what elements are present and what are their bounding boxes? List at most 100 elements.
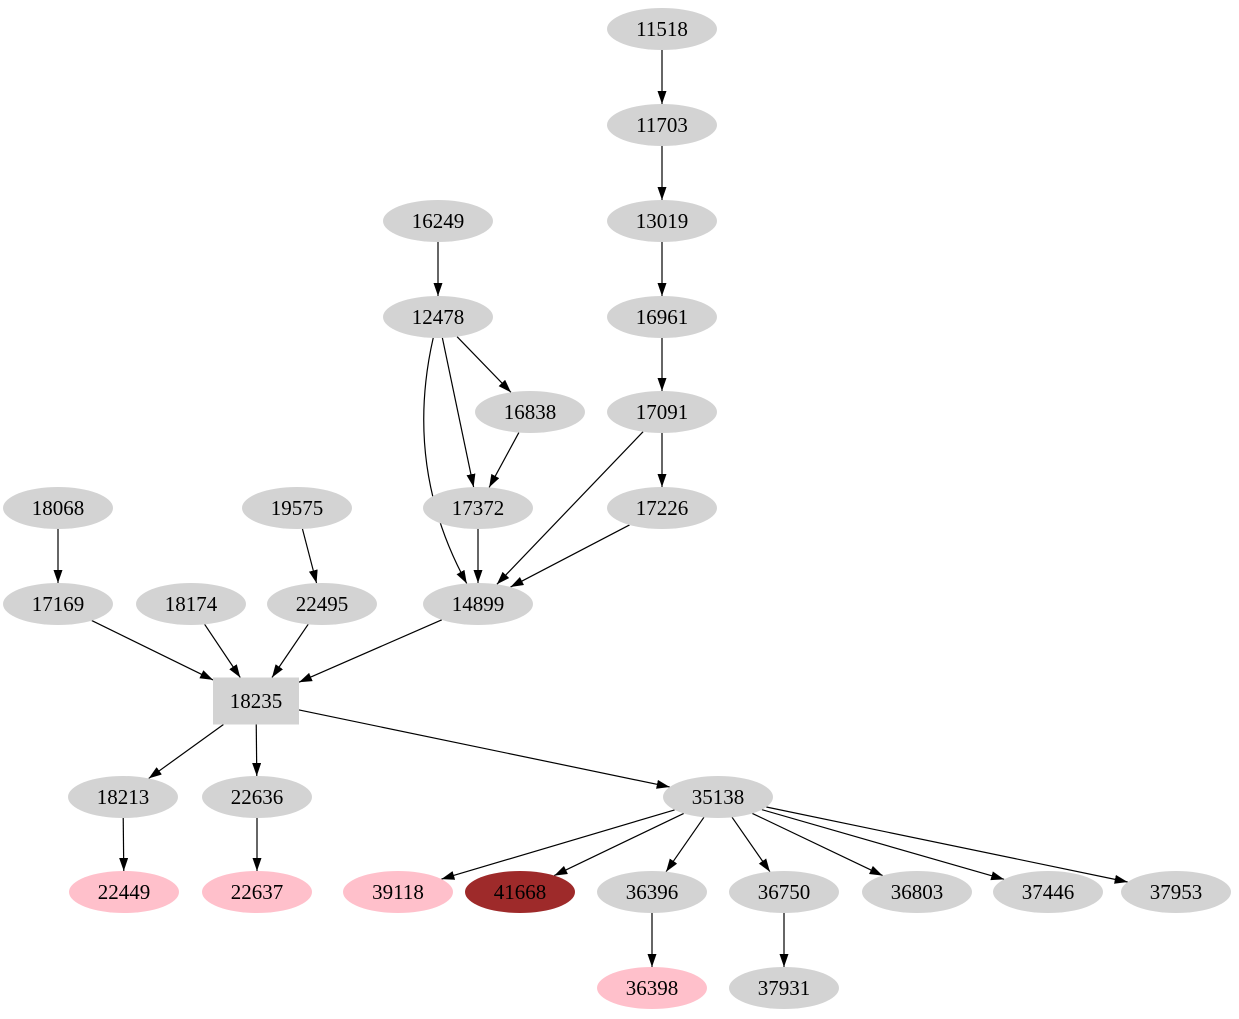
node-label: 36803 — [891, 880, 944, 904]
graph-edge-35138-36803 — [752, 812, 883, 877]
node-label: 16838 — [504, 400, 557, 424]
graph-edge-35138-41668 — [553, 812, 685, 877]
node-label: 22449 — [98, 880, 151, 904]
graph-node-22449: 22449 — [69, 871, 179, 913]
node-label: 17372 — [452, 496, 505, 520]
graph-node-37931: 37931 — [729, 967, 839, 1009]
node-label: 36396 — [626, 880, 679, 904]
graph-edge-17226-14899 — [510, 524, 630, 588]
graph-edge-17169-18235 — [91, 620, 214, 681]
graph-edge-18213-22449 — [119, 817, 129, 872]
node-ellipse-shape — [597, 871, 707, 913]
node-ellipse-shape — [69, 871, 179, 913]
node-ellipse-shape — [607, 200, 717, 242]
graph-node-11518: 11518 — [607, 8, 717, 50]
node-ellipse-shape — [423, 583, 533, 625]
node-label: 17169 — [32, 592, 85, 616]
node-label: 18235 — [230, 689, 283, 713]
graph-node-36396: 36396 — [597, 871, 707, 913]
node-label: 22637 — [231, 880, 284, 904]
node-label: 36398 — [626, 976, 679, 1000]
graph-node-36803: 36803 — [862, 871, 972, 913]
node-ellipse-shape — [607, 391, 717, 433]
node-ellipse-shape — [1121, 871, 1231, 913]
graph-node-36398: 36398 — [597, 967, 707, 1009]
node-ellipse-shape — [383, 296, 493, 338]
graph-node-18235: 18235 — [213, 677, 299, 725]
node-label: 16249 — [412, 209, 465, 233]
graph-node-18213: 18213 — [68, 776, 178, 818]
node-label: 12478 — [412, 305, 465, 329]
graph-node-14899: 14899 — [423, 583, 533, 625]
node-ellipse-shape — [423, 487, 533, 529]
node-label: 41668 — [494, 880, 547, 904]
node-ellipse-shape — [202, 776, 312, 818]
graph-edge-19575-22495 — [301, 528, 318, 584]
node-label: 18174 — [165, 592, 218, 616]
node-ellipse-shape — [68, 776, 178, 818]
node-label: 18068 — [32, 496, 85, 520]
graph-node-16249: 16249 — [383, 200, 493, 242]
graph-node-22495: 22495 — [267, 583, 377, 625]
graph-node-18174: 18174 — [136, 583, 246, 625]
node-label: 13019 — [636, 209, 689, 233]
node-label: 22636 — [231, 785, 284, 809]
node-label: 35138 — [692, 785, 745, 809]
node-ellipse-shape — [607, 8, 717, 50]
node-ellipse-shape — [607, 104, 717, 146]
graph-edge-18235-22636 — [252, 724, 262, 777]
node-label: 37446 — [1022, 880, 1075, 904]
edge-layer — [53, 50, 1128, 967]
node-ellipse-shape — [475, 391, 585, 433]
node-ellipse-shape — [597, 967, 707, 1009]
node-ellipse-shape — [607, 487, 717, 529]
graph-node-11703: 11703 — [607, 104, 717, 146]
graph-node-13019: 13019 — [607, 200, 717, 242]
node-label: 14899 — [452, 592, 505, 616]
graph-edge-35138-36750 — [731, 816, 771, 873]
graph-node-17226: 17226 — [607, 487, 717, 529]
graph-node-22637: 22637 — [202, 871, 312, 913]
node-ellipse-shape — [3, 487, 113, 529]
graph-edge-18174-18235 — [204, 624, 241, 678]
graph-edge-35138-36396 — [665, 816, 705, 873]
node-ellipse-shape — [729, 967, 839, 1009]
graph-node-17169: 17169 — [3, 583, 113, 625]
graph-node-37446: 37446 — [993, 871, 1103, 913]
graph-edge-14899-18235 — [298, 619, 443, 683]
node-label: 19575 — [271, 496, 324, 520]
node-ellipse-shape — [729, 871, 839, 913]
graph-edge-35138-39118 — [441, 809, 675, 880]
node-label: 16961 — [636, 305, 689, 329]
node-label: 37953 — [1150, 880, 1203, 904]
graph-edge-16838-17372 — [488, 432, 520, 488]
graph-node-22636: 22636 — [202, 776, 312, 818]
graph-node-41668: 41668 — [465, 871, 575, 913]
graph-edge-12478-14899 — [423, 337, 468, 584]
node-label: 17226 — [636, 496, 689, 520]
node-ellipse-shape — [202, 871, 312, 913]
graph-node-16961: 16961 — [607, 296, 717, 338]
graph-edge-17091-14899 — [496, 431, 644, 585]
node-box-shape — [213, 677, 299, 725]
node-label: 11703 — [636, 113, 688, 137]
graph-node-36750: 36750 — [729, 871, 839, 913]
node-ellipse-shape — [3, 583, 113, 625]
graph-node-19575: 19575 — [242, 487, 352, 529]
node-ellipse-shape — [663, 776, 773, 818]
node-ellipse-shape — [343, 871, 453, 913]
node-layer: 11518 11703 13019 16961 17091 16249 12478 16838… — [3, 8, 1231, 1009]
graph-edge-35138-37446 — [761, 809, 1005, 881]
graph-node-12478: 12478 — [383, 296, 493, 338]
graph-node-39118: 39118 — [343, 871, 453, 913]
graph-edge-18235-18213 — [148, 724, 224, 779]
graph-edge-12478-16838 — [456, 336, 512, 393]
graph-edge-22495-18235 — [271, 623, 309, 678]
node-ellipse-shape — [267, 583, 377, 625]
graph-edge-18235-35138 — [298, 709, 670, 789]
graph-node-17091: 17091 — [607, 391, 717, 433]
node-ellipse-shape — [993, 871, 1103, 913]
node-label: 37931 — [758, 976, 811, 1000]
